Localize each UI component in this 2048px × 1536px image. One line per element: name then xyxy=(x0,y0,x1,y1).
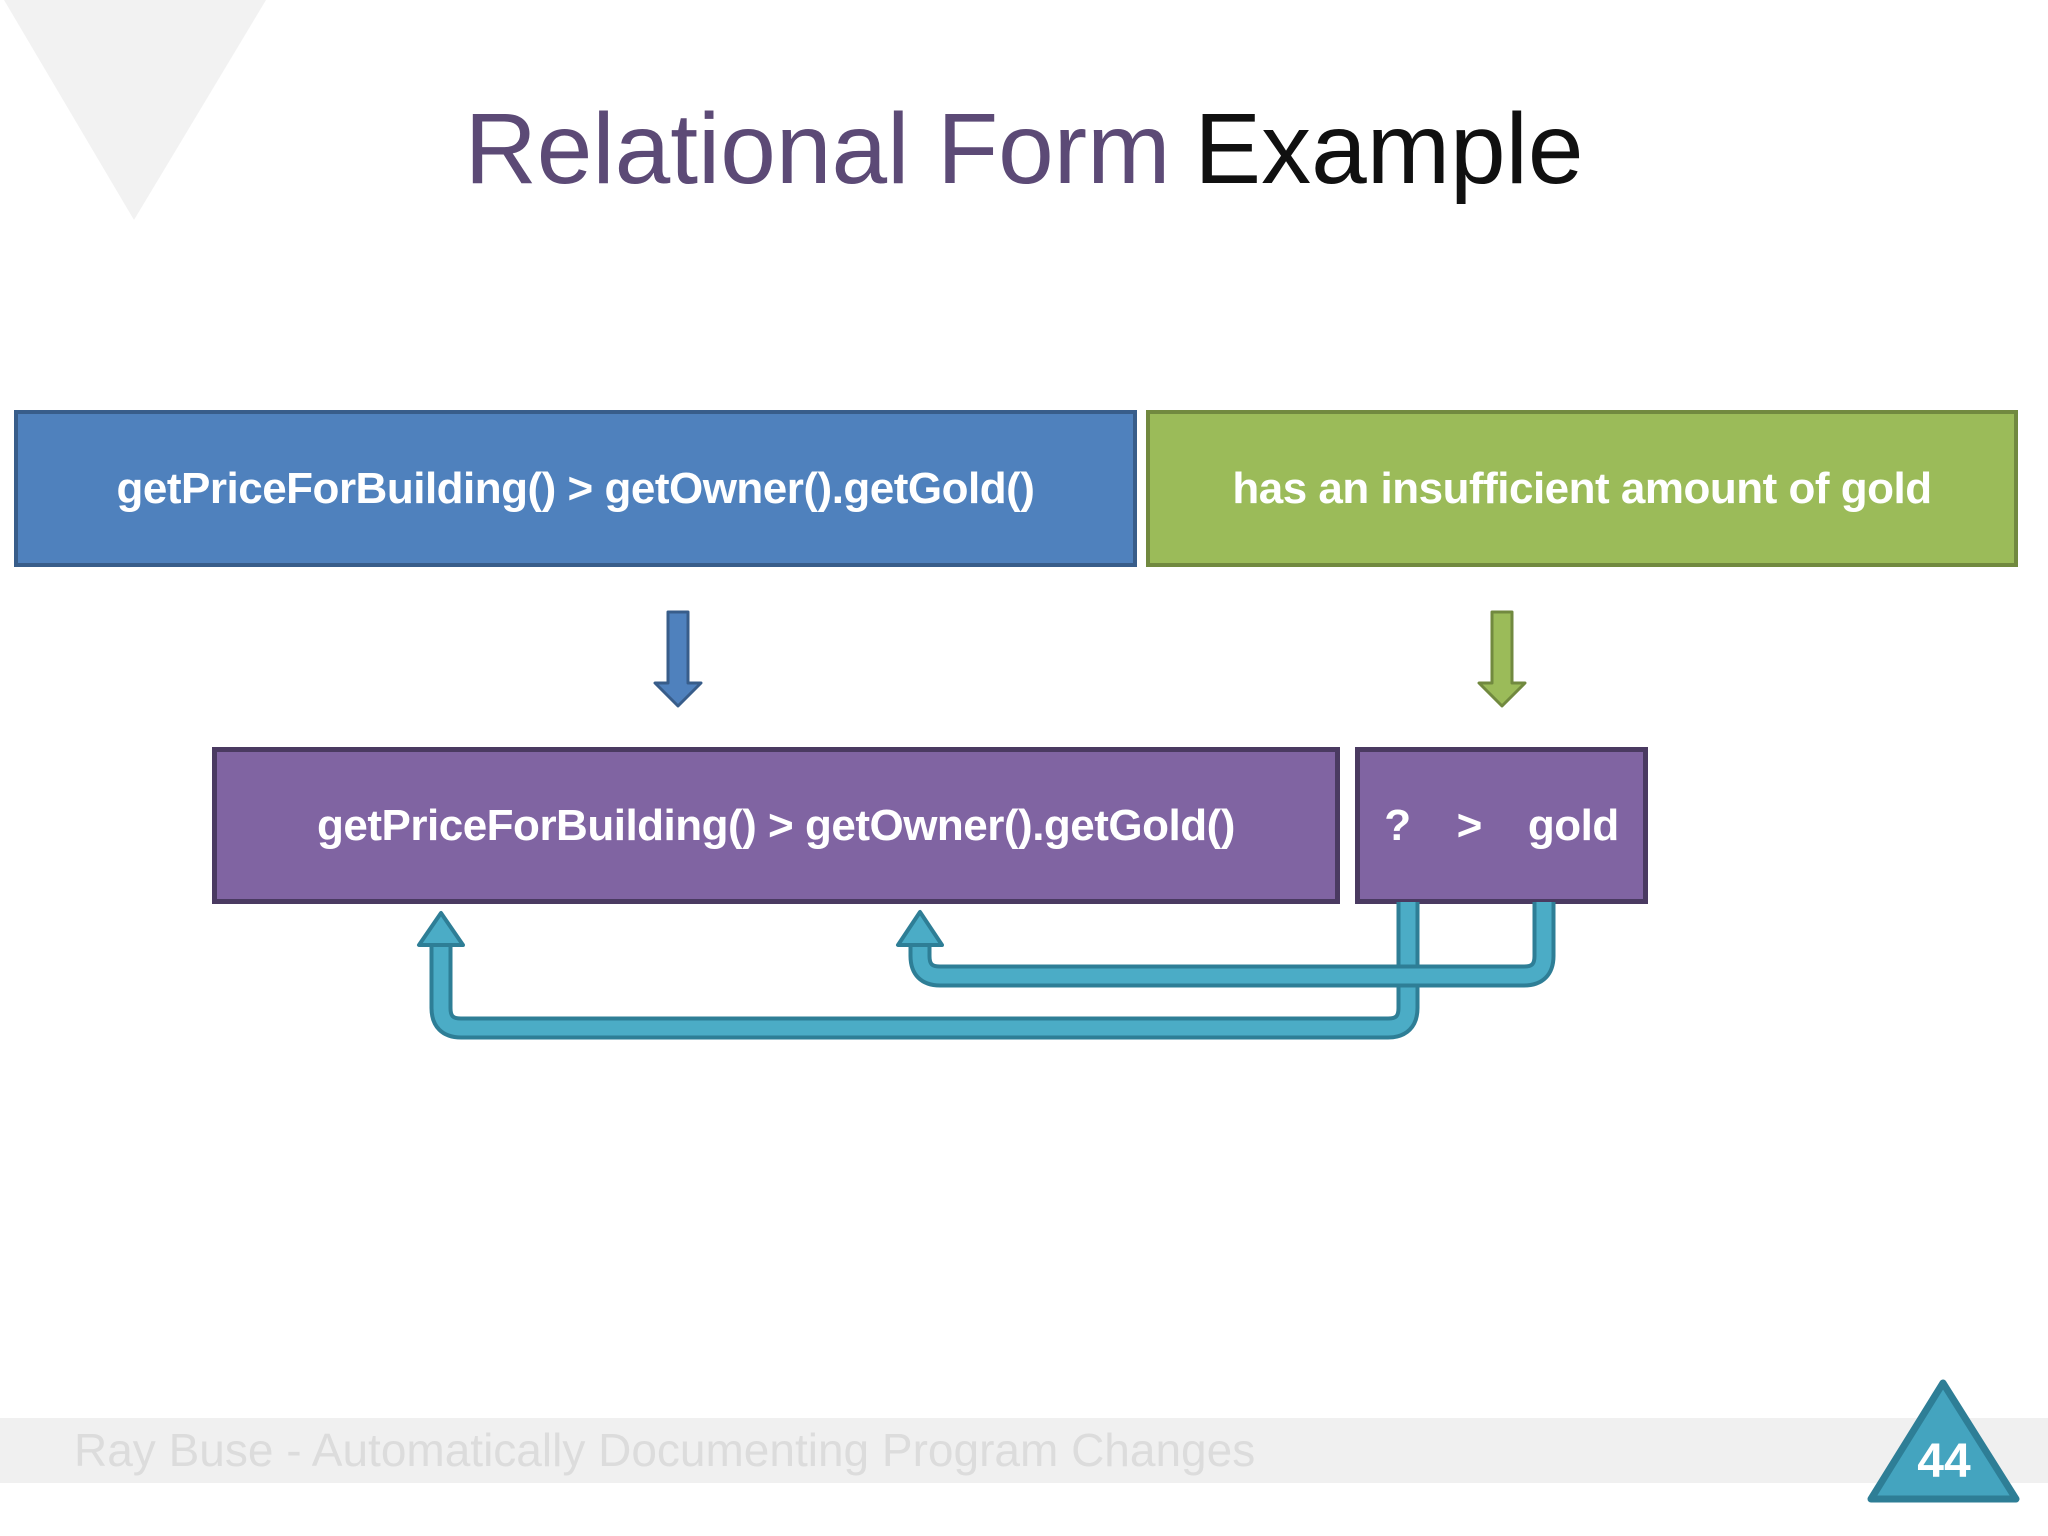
summary-box: has an insufficient amount of gold xyxy=(1146,410,2018,567)
bottom-code-box-label: getPriceForBuilding() > getOwner().getGo… xyxy=(317,800,1235,850)
title-primary: Relational Form xyxy=(464,93,1171,205)
footer-band xyxy=(0,1418,2048,1483)
green-down-arrow-icon xyxy=(1477,610,1527,708)
inner-loop-arrowhead xyxy=(896,910,944,947)
pattern-box: ? > gold xyxy=(1355,747,1648,904)
top-code-box-label: getPriceForBuilding() > getOwner().getGo… xyxy=(116,463,1035,513)
blue-down-arrow-icon xyxy=(653,610,703,708)
top-code-box: getPriceForBuilding() > getOwner().getGo… xyxy=(14,410,1137,567)
pattern-operator: > xyxy=(1456,800,1483,850)
outer-loop-arrow-icon xyxy=(417,902,1420,1040)
footer-credit: Ray Buse - Automatically Documenting Pro… xyxy=(74,1424,1256,1476)
outer-loop-arrowhead xyxy=(417,911,465,947)
outer-loop-arrow-fill xyxy=(433,902,1416,1036)
outer-loop-arrow-outline xyxy=(429,902,1420,1040)
inner-loop-arrow-icon xyxy=(896,902,1556,988)
bottom-code-box: getPriceForBuilding() > getOwner().getGo… xyxy=(212,747,1340,904)
title-secondary: Example xyxy=(1194,93,1584,205)
pattern-placeholder: ? xyxy=(1384,800,1411,850)
page-number: 44 xyxy=(1917,1435,1971,1488)
summary-box-label: has an insufficient amount of gold xyxy=(1232,463,1932,513)
inner-loop-arrow-fill xyxy=(912,902,1552,984)
pattern-operand: gold xyxy=(1527,800,1619,850)
inner-loop-arrow-outline xyxy=(908,902,1556,988)
